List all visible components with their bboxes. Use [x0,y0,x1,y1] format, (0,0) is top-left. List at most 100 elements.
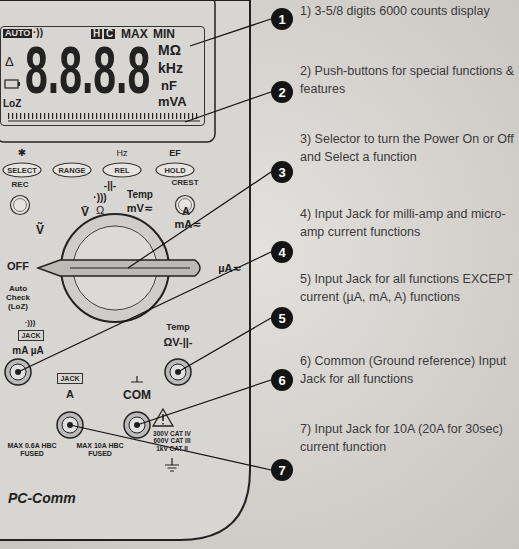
callout-text: 1 [278,12,285,27]
leader-lines [18,19,271,470]
rating-label: MAX 10A HBC FUSED [74,442,126,458]
display-segment: LoZ [3,99,21,109]
button-label: CREST [171,179,198,187]
dial-label: ·))) [85,192,115,204]
push-button: SELECT [2,162,42,178]
jack-label: ΩV-||- [153,336,203,349]
callout-circle [271,241,293,263]
button-ellipse [103,163,141,177]
jack-label: Temp [161,322,195,332]
callout-circle [271,8,293,30]
description-text: 1) 3-5/8 digits 6000 counts display [300,2,515,20]
callout-number: 6 [271,369,293,391]
jack-tag: JACK [57,373,83,384]
callout-text: 2 [278,85,285,100]
rating-label: MAX 0.6A HBC FUSED [5,442,59,458]
jack-label: mA µA [3,345,53,357]
ground-symbol [165,458,179,471]
callout-circle [271,307,293,329]
callout-circle [271,81,293,103]
push-button: RANGE [52,162,92,178]
callout-circle [271,459,293,481]
callout-circle [271,369,293,391]
callout-circle [271,161,293,183]
battery-tip [18,82,20,86]
display-segment: kHz [158,61,183,75]
meter-body [0,0,250,540]
button-ellipse [156,163,194,177]
button-caption: ✱ [12,147,32,159]
jack-tag-text: JACK [60,375,79,382]
push-button: REL [102,162,142,178]
brand-name: PC-Comm [8,490,98,506]
dial-label: -||- [95,180,125,192]
display-segment: nF [161,79,177,92]
callout-number: 7 [271,459,293,481]
callout-text: 6 [278,373,285,388]
display-segment: mVA [158,95,187,108]
button-label: SELECT [7,166,37,175]
dial-label: Auto Check (LoZ) [0,284,38,312]
display-segment: 8.8.8.8 [25,37,150,103]
lcd-display: AUTO·))HCMAXMIN8.8.8.8MΩkHznFmVAΔLoZ [0,26,205,126]
leader-line [18,252,271,372]
callout-number: 2 [271,81,293,103]
warning-triangle [153,409,173,426]
callout-text: 5 [278,311,285,326]
button-circle [11,196,30,215]
dial-label: V̄ [75,206,95,220]
callout-number: 5 [271,307,293,329]
push-button: HOLD [155,162,195,178]
dial-label: mV≂ [123,202,157,215]
description-text: 4) Input Jack for milli-amp and micro-am… [300,205,515,241]
selector-pointer [38,260,200,276]
input-jack [5,359,191,438]
dial-label: µA≂ [212,262,248,275]
description-text: 6) Common (Ground reference) Input Jack … [300,352,515,388]
button-caption: EF [163,148,187,158]
jack-tag-text: JACK [21,332,40,339]
callout-text: 3 [278,165,285,180]
rating-label: 300V CAT IV 600V CAT III 1kV CAT II [148,430,196,452]
button-caption: Hz [110,148,134,158]
dial-label: Temp [123,189,157,201]
display-bezel [0,0,215,142]
jack-label: A [60,388,80,401]
display-segment: MΩ [158,43,181,57]
pointer-ridge [70,268,190,269]
display-segment: MIN [153,28,175,40]
callout-number: 3 [271,161,293,183]
description-text: 2) Push-buttons for special functions & … [300,62,515,98]
dial-label: Ω [90,204,110,217]
round-button: REC [5,181,35,215]
jack-tag: JACK [18,330,44,341]
dial-label: Ṽ [30,224,50,238]
button-label: HOLD [164,166,185,175]
dial-label: A [176,205,196,218]
button-label: REL [115,166,130,175]
jack-label: COM [119,389,155,403]
callout-number: 4 [271,241,293,263]
leader-line [185,92,271,122]
leader-line [70,425,271,470]
button-label: REC [12,181,29,189]
description-text: 3) Selector to turn the Power On or Off … [300,130,515,166]
battery-icon [5,80,18,88]
leader-line [190,19,271,46]
bar-graph-base [8,121,200,122]
button-ellipse [53,163,91,177]
callout-text: 7 [278,463,285,478]
leader-line [137,380,271,425]
dial-label: OFF [0,260,36,273]
button-rim [14,199,27,212]
common-symbol [131,376,143,382]
callout-text: 4 [278,245,285,260]
jack-label: ·))) [18,318,42,327]
button-ellipse [3,163,41,177]
dial-label: mA≂ [171,218,205,231]
leader-line [128,172,271,268]
bar-graph [8,113,200,119]
